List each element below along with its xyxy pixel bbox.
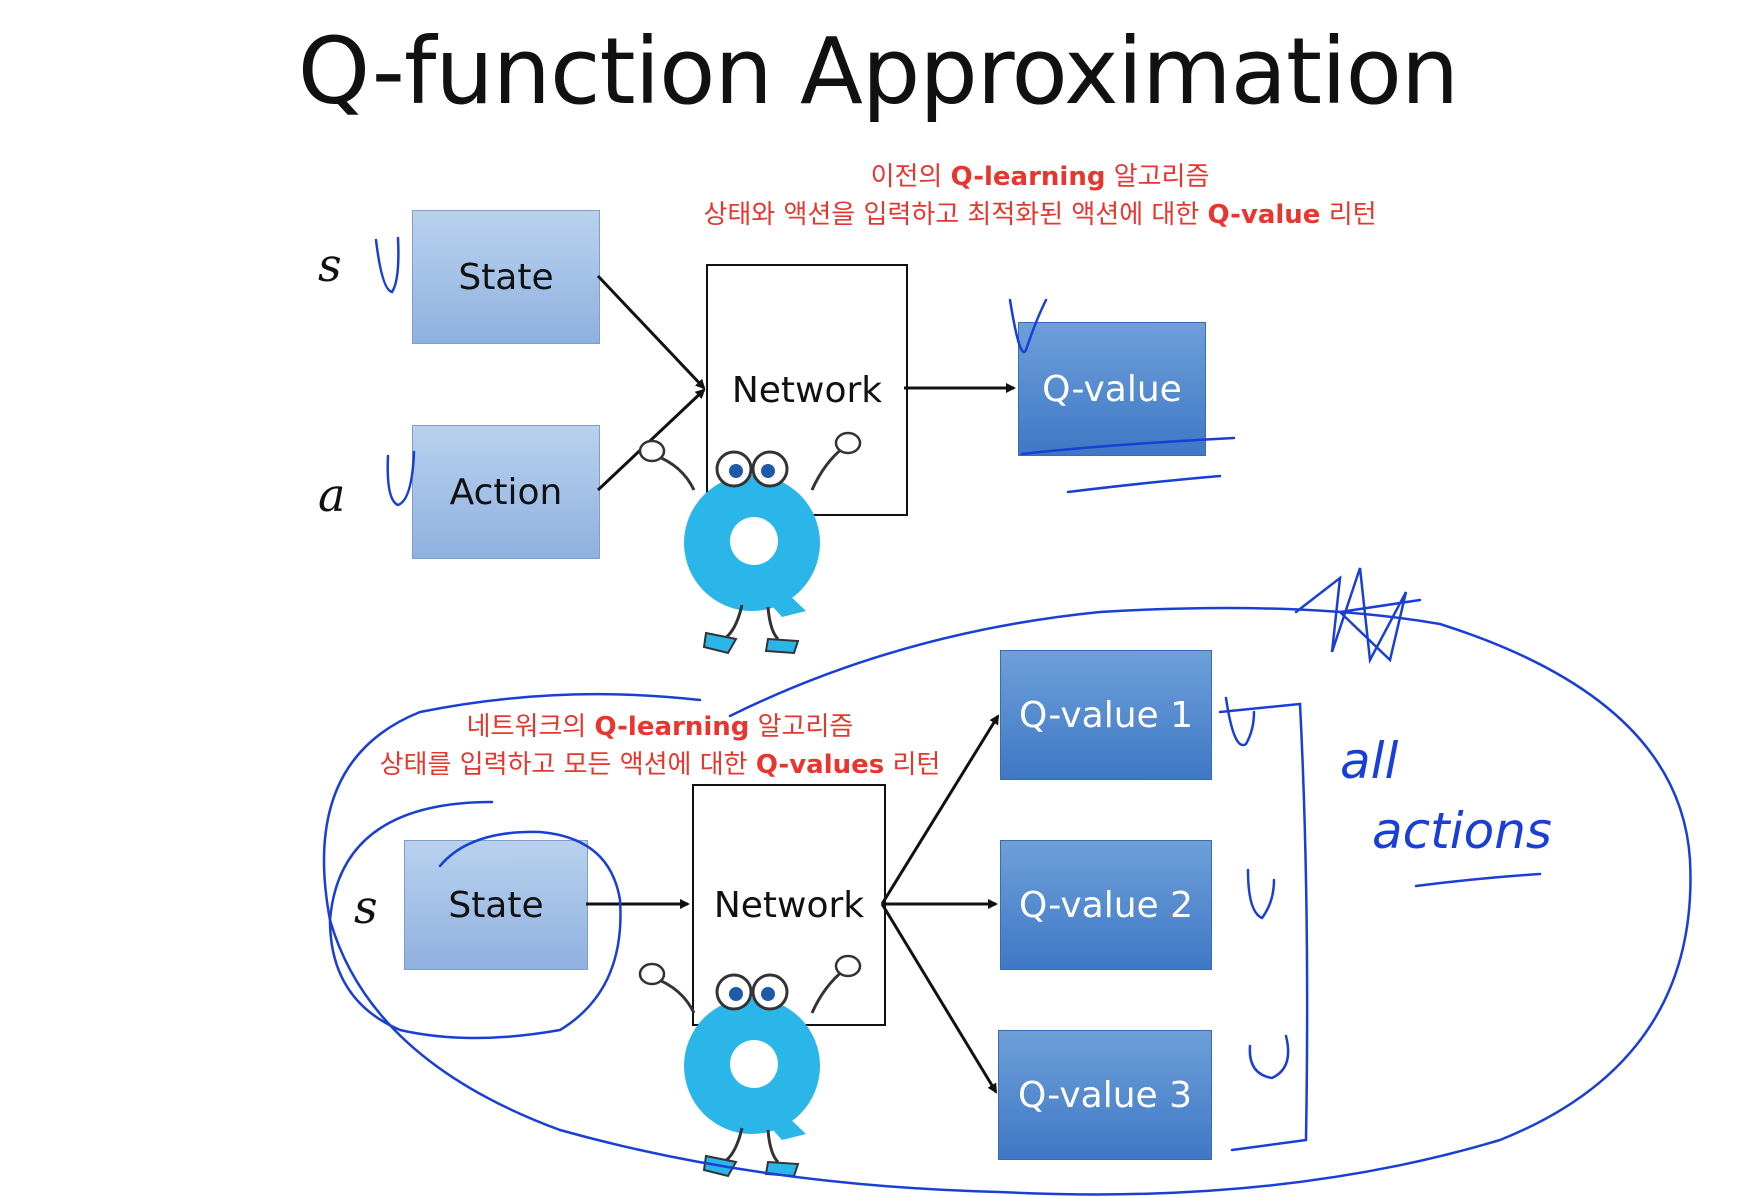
bottom-note-line2-post: 리턴: [884, 750, 941, 780]
top-note: 이전의 Q-learning 알고리즘 상태와 액션을 입력하고 최적화된 액션…: [600, 158, 1480, 234]
scribble-stars: [1294, 567, 1422, 665]
underline-qvalue-2: [1066, 474, 1222, 494]
top-note-line1-bold: Q-learning: [950, 162, 1106, 192]
handwritten-all: all: [1340, 732, 1399, 790]
underline-qvalue-1: [1020, 436, 1236, 456]
top-qvalue-box: Q-value: [1018, 322, 1206, 456]
handwritten-actions: actions: [1372, 802, 1552, 860]
underline-all-actions: [1414, 872, 1542, 888]
top-var-s: s: [318, 238, 342, 292]
bracket-right: [1218, 702, 1309, 1152]
top-state-box: State: [412, 210, 600, 344]
bottom-note-line1-post: 알고리즘: [749, 712, 854, 742]
check-mark-s: [374, 236, 400, 294]
arrow-network-to-qvalue3: [880, 903, 998, 1094]
check-mark-a: [386, 450, 416, 507]
q-mascot-top: [638, 431, 862, 655]
check-mark-q2: [1246, 868, 1276, 920]
bottom-state-box: State: [404, 840, 588, 970]
bottom-qvalue-2-box: Q-value 2: [1000, 840, 1212, 970]
check-mark-q1: [1224, 696, 1256, 747]
top-note-line2-post: 리턴: [1320, 200, 1377, 230]
bottom-note-line2-pre: 상태를 입력하고 모든 액션에 대한: [379, 750, 756, 780]
bottom-qvalue-1-box: Q-value 1: [1000, 650, 1212, 780]
handwritten-ink: [322, 236, 1692, 1196]
bottom-note-line1-pre: 네트워크의: [466, 712, 595, 742]
arrow-network-to-qvalue1: [880, 714, 1000, 905]
bottom-note: 네트워크의 Q-learning 알고리즘 상태를 입력하고 모든 액션에 대한…: [320, 708, 1000, 784]
bottom-var-s: s: [354, 880, 378, 934]
circle-bottom-state: [328, 800, 622, 1040]
top-note-line2-pre: 상태와 액션을 입력하고 최적화된 액션에 대한: [703, 200, 1208, 230]
check-mark-q3: [1248, 1034, 1290, 1080]
check-mark-qvalue: [1008, 298, 1048, 354]
top-note-line2: 상태와 액션을 입력하고 최적화된 액션에 대한 Q-value 리턴: [600, 196, 1480, 234]
q-mascot-bottom: [638, 954, 862, 1178]
top-note-line1-post: 알고리즘: [1105, 162, 1210, 192]
bottom-note-line1-bold: Q-learning: [594, 712, 750, 742]
arrow-state-to-network: [596, 274, 706, 390]
bottom-note-line2-bold: Q-values: [755, 750, 885, 780]
top-note-line1: 이전의 Q-learning 알고리즘: [600, 158, 1480, 196]
bottom-note-line2: 상태를 입력하고 모든 액션에 대한 Q-values 리턴: [320, 746, 1000, 784]
big-loop-all-actions: [322, 606, 1692, 1196]
bottom-qvalue-3-box: Q-value 3: [998, 1030, 1212, 1160]
page-title: Q-function Approximation: [297, 18, 1459, 125]
top-note-line1-pre: 이전의: [870, 162, 951, 192]
top-note-line2-bold: Q-value: [1207, 200, 1321, 230]
bottom-note-line1: 네트워크의 Q-learning 알고리즘: [320, 708, 1000, 746]
top-var-a: a: [318, 468, 346, 522]
top-action-box: Action: [412, 425, 600, 559]
